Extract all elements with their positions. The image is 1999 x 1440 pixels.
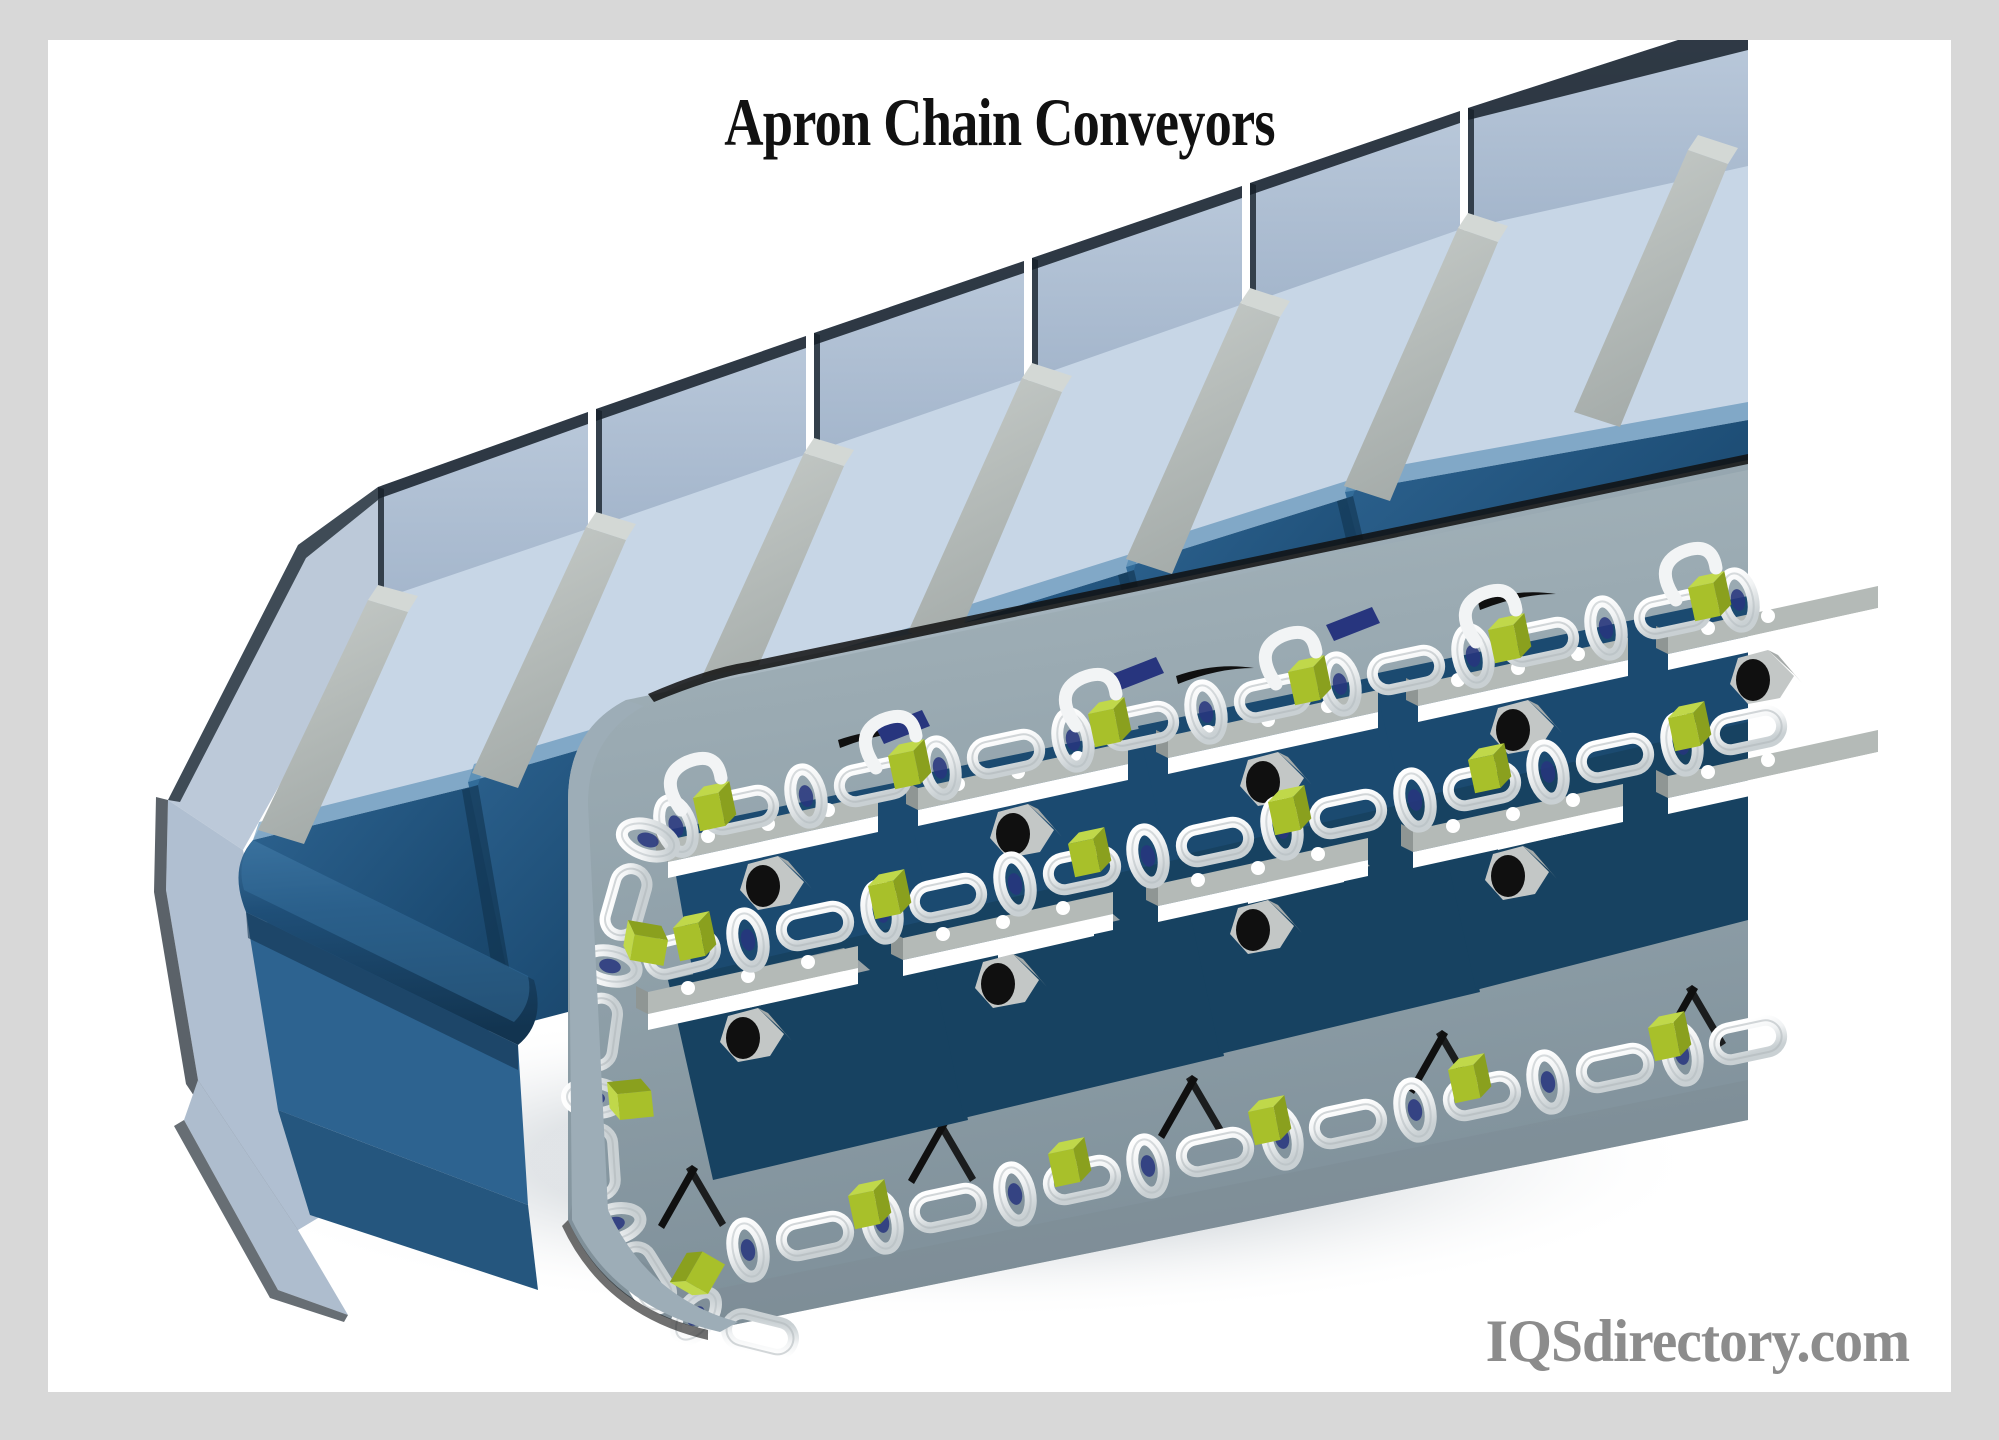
roller-chain-upper-strand xyxy=(653,542,1759,856)
cross-slats xyxy=(258,135,1738,844)
head-end-roller xyxy=(238,840,538,1045)
cross-slat xyxy=(908,363,1072,647)
side-skirt-guard-panels xyxy=(168,40,1748,850)
page-title: Apron Chain Conveyors xyxy=(724,84,1275,160)
skirt-panel xyxy=(1250,111,1460,309)
skirt-panel xyxy=(814,261,1024,459)
cross-slat xyxy=(1574,135,1738,427)
apron-chain-conveyor-illustration xyxy=(48,40,1951,1392)
skirt-panel xyxy=(378,412,588,610)
cross-slat xyxy=(258,585,418,844)
illustration-canvas: Apron Chain Conveyors xyxy=(48,40,1951,1392)
cross-slat xyxy=(1344,213,1508,501)
watermark-text: IQSdirectory.com xyxy=(1485,1308,1909,1374)
bearing-bracket xyxy=(1730,650,1802,704)
return-pan-face xyxy=(278,1110,538,1290)
skirt-panel xyxy=(596,336,806,534)
cross-slat xyxy=(1126,288,1290,574)
tail-nose-guard xyxy=(562,700,738,1340)
cross-slat xyxy=(690,438,854,718)
skirt-panel xyxy=(1032,186,1242,384)
cross-slat xyxy=(472,512,636,788)
return-run-interior xyxy=(636,586,1878,1180)
cross-bar-row-lower xyxy=(636,730,1878,1030)
skirt-panel xyxy=(168,487,378,850)
head-end-assembly xyxy=(154,797,538,1322)
return-pan-face xyxy=(246,912,528,1205)
